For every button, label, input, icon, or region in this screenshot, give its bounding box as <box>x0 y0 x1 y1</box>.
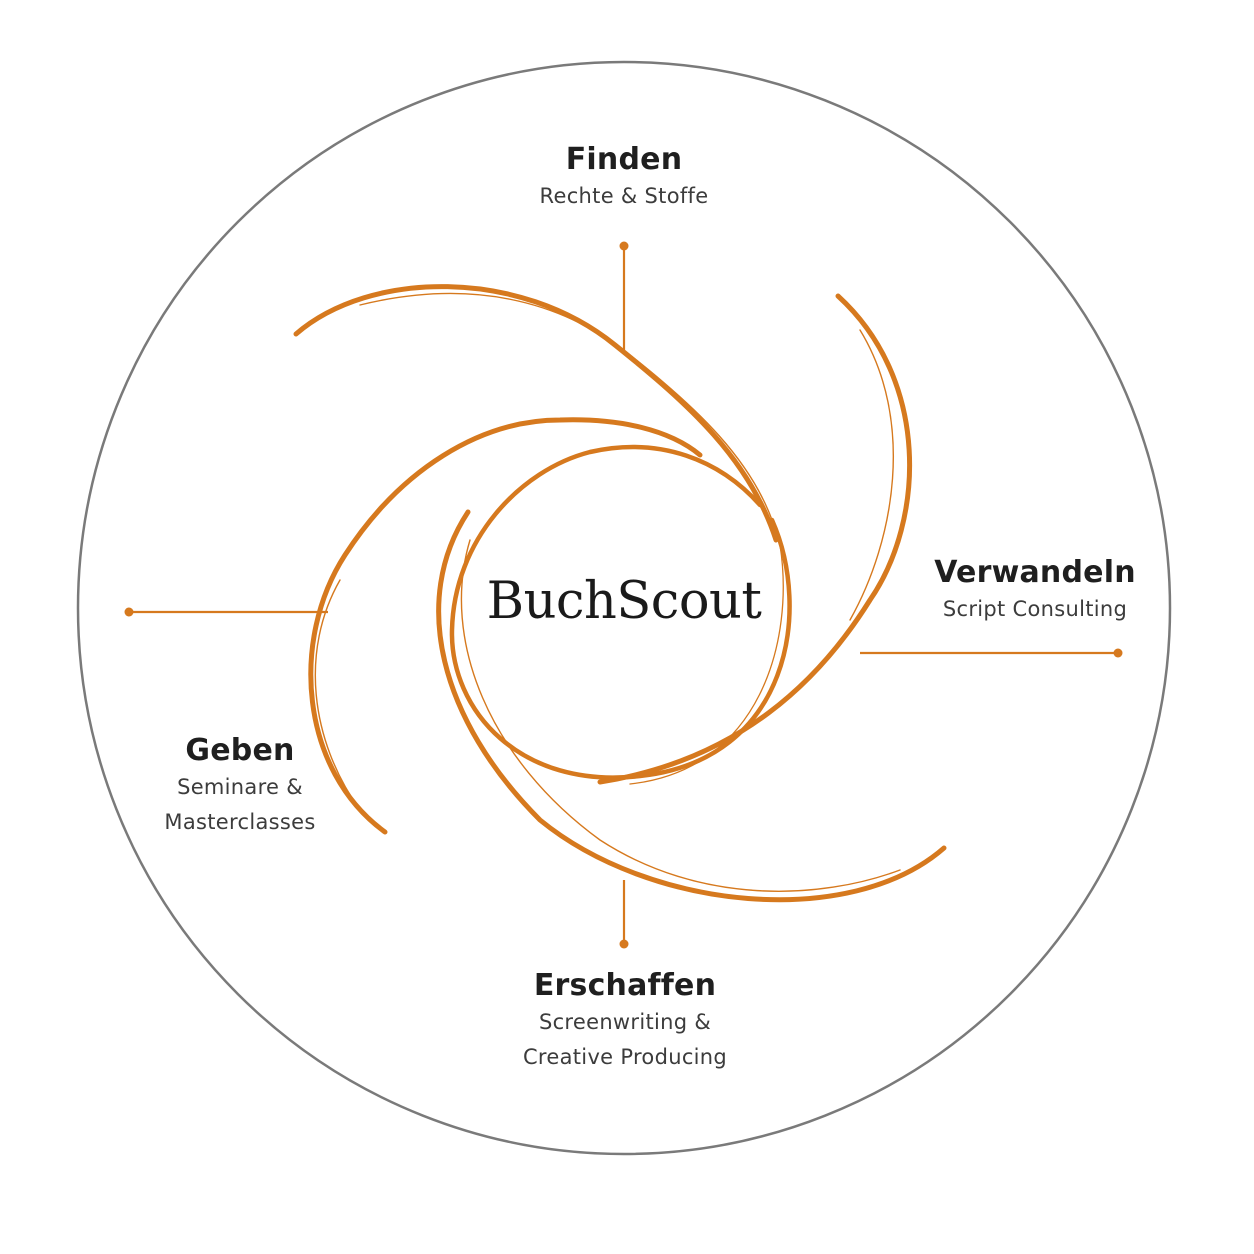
node-erschaffen-title: Erschaffen <box>533 968 717 1003</box>
node-geben-title: Geben <box>185 733 295 768</box>
node-erschaffen: Erschaffen Screenwriting & Creative Prod… <box>462 968 788 1073</box>
swirl-arm-left <box>308 417 703 835</box>
connector-top-dot <box>619 241 629 251</box>
brand-wordmark: BuchScout <box>486 572 762 631</box>
connector-right-dot <box>1113 648 1123 658</box>
node-finden-subtitle: Rechte & Stoffe <box>539 184 709 208</box>
swirl-arm-bottom <box>436 509 947 903</box>
swirl-arm-right <box>597 293 913 785</box>
swirl-inner-loop <box>449 444 792 780</box>
swirl-arm-bottom-thin <box>460 539 901 892</box>
node-verwandeln: Verwandeln Script Consulting <box>900 555 1170 625</box>
node-finden: Finden Rechte & Stoffe <box>472 142 776 212</box>
node-verwandeln-subtitle: Script Consulting <box>942 597 1128 621</box>
swirl-arm-left-thin <box>314 579 361 811</box>
swirl-arm-right-thin <box>849 329 894 621</box>
swirl <box>293 284 947 903</box>
node-geben-subtitle-line-1: Seminare & <box>177 775 303 799</box>
outer-ring <box>76 60 1172 1156</box>
node-verwandeln-title: Verwandeln <box>934 555 1136 590</box>
swirl-arm-top <box>293 284 779 543</box>
connector-left-dot <box>124 607 134 617</box>
node-erschaffen-subtitle-line-2: Creative Producing <box>522 1045 728 1069</box>
node-finden-title: Finden <box>565 142 683 177</box>
swirl-arm-top-thin <box>359 292 773 521</box>
swirl-inner-loop-thin <box>629 544 784 785</box>
node-geben: Geben Seminare & Masterclasses <box>120 733 360 838</box>
connector-bottom-dot <box>619 939 629 949</box>
connectors <box>124 241 1123 949</box>
node-geben-subtitle-line-2: Masterclasses <box>164 810 316 834</box>
node-erschaffen-subtitle-line-1: Screenwriting & <box>538 1010 712 1034</box>
